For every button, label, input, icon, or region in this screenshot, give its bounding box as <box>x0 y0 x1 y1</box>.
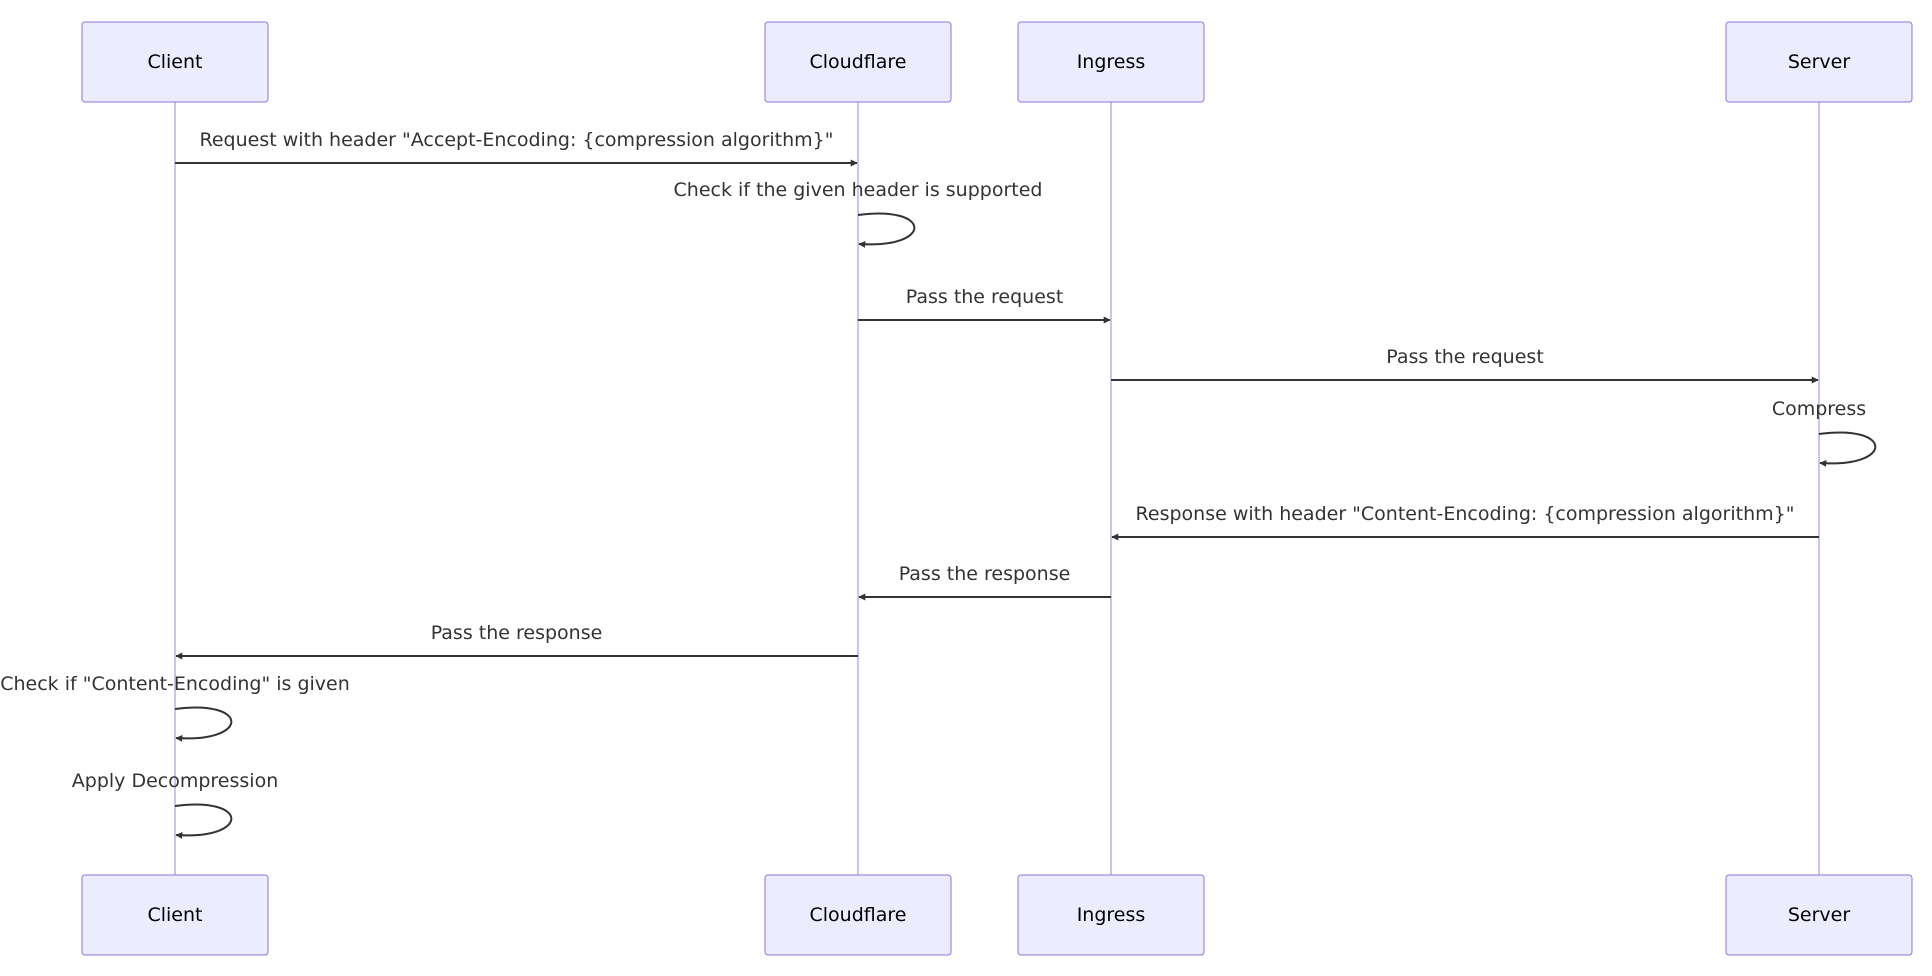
message-1: Request with header "Accept-Encoding: {c… <box>175 129 858 167</box>
message-label: Request with header "Accept-Encoding: {c… <box>199 129 833 151</box>
actor-server-bottom: Server <box>1725 874 1913 956</box>
self-message-arrow <box>174 803 233 839</box>
actor-label: Server <box>1788 51 1850 73</box>
message-label: Check if the given header is supported <box>674 179 1043 201</box>
message-label: Pass the response <box>431 622 603 644</box>
actor-box <box>1017 874 1205 956</box>
actor-ingress-bottom: Ingress <box>1017 874 1205 956</box>
messages: Request with header "Accept-Encoding: {c… <box>0 129 1877 839</box>
message-9: Check if "Content-Encoding" is given <box>0 673 350 742</box>
message-2: Check if the given header is supported <box>674 179 1043 248</box>
actor-label: Client <box>147 904 202 926</box>
actor-client-bottom: Client <box>81 874 269 956</box>
message-label: Check if "Content-Encoding" is given <box>0 673 350 695</box>
actor-label: Ingress <box>1077 904 1146 926</box>
actor-label: Client <box>147 51 202 73</box>
message-label: Compress <box>1772 398 1866 420</box>
actor-ingress-top: Ingress <box>1017 21 1205 103</box>
actor-label: Cloudflare <box>810 904 907 926</box>
self-message-arrow <box>857 212 916 248</box>
actor-box <box>81 21 269 103</box>
lifelines <box>174 102 1820 875</box>
actor-box <box>764 21 952 103</box>
message-label: Pass the response <box>899 563 1071 585</box>
actor-client-top: Client <box>81 21 269 103</box>
message-5: Compress <box>1772 398 1877 467</box>
actor-box <box>1725 874 1913 956</box>
self-message-arrow <box>1818 431 1877 467</box>
actor-server-top: Server <box>1725 21 1913 103</box>
message-6: Response with header "Content-Encoding: … <box>1111 503 1819 541</box>
actor-label: Cloudflare <box>810 51 907 73</box>
actor-cloudflare-bottom: Cloudflare <box>764 874 952 956</box>
message-10: Apply Decompression <box>72 770 278 839</box>
message-label: Pass the request <box>906 286 1064 308</box>
self-message-arrow <box>174 706 233 742</box>
message-label: Pass the request <box>1386 346 1544 368</box>
actor-box <box>81 874 269 956</box>
actors: ClientClientCloudflareCloudflareIngressI… <box>81 21 1913 956</box>
message-4: Pass the request <box>1111 346 1819 384</box>
message-label: Apply Decompression <box>72 770 278 792</box>
message-7: Pass the response <box>858 563 1111 601</box>
message-label: Response with header "Content-Encoding: … <box>1136 503 1795 525</box>
actor-label: Server <box>1788 904 1850 926</box>
actor-box <box>1725 21 1913 103</box>
actor-box <box>1017 21 1205 103</box>
actor-cloudflare-top: Cloudflare <box>764 21 952 103</box>
actor-label: Ingress <box>1077 51 1146 73</box>
actor-box <box>764 874 952 956</box>
message-3: Pass the request <box>858 286 1111 324</box>
message-8: Pass the response <box>175 622 858 660</box>
